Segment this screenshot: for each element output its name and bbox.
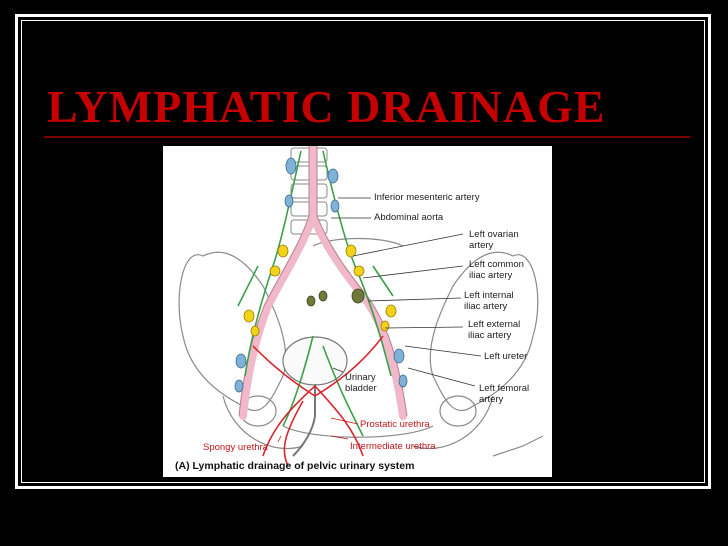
blue-lymph-nodes <box>234 157 408 393</box>
label-left-femoral-artery-line1: Left femoral <box>479 383 530 394</box>
pelvic-bone-outline <box>178 237 544 457</box>
label-urinary-bladder-line2: bladder <box>345 383 377 394</box>
urethra-shape <box>292 384 316 457</box>
label-left-ureter: Left ureter <box>484 351 528 362</box>
slide-inner-border <box>21 20 705 483</box>
label-abdominal-aorta: Abdominal aorta <box>374 212 444 223</box>
urinary-bladder-shape <box>282 336 348 386</box>
label-urinary-bladder-line1: Urinary <box>345 372 376 383</box>
anatomy-figure: Inferior mesenteric artery Abdominal aor… <box>163 146 552 477</box>
red-leader-lines <box>277 417 359 443</box>
figure-caption: (A) Lymphatic drainage of pelvic urinary… <box>175 460 415 472</box>
leader-lines <box>331 197 482 387</box>
red-lymph-vessels <box>252 335 384 467</box>
label-left-internal-iliac-line1: Left internal <box>464 290 514 301</box>
label-left-external-iliac-line1: Left external <box>468 319 521 330</box>
label-inferior-mesenteric-artery: Inferior mesenteric artery <box>374 192 480 203</box>
slide-outer-border <box>15 14 711 489</box>
pelvis-illustration <box>178 146 544 467</box>
label-left-common-iliac-line2: iliac artery <box>469 270 513 281</box>
label-left-ovarian-artery-line1: Left ovarian <box>469 229 519 240</box>
label-intermediate-urethra: Intermediate urethra <box>350 441 436 452</box>
yellow-lymph-nodes <box>243 244 397 337</box>
label-left-internal-iliac-line2: iliac artery <box>464 301 508 312</box>
slide-title: LYMPHATIC DRAINAGE <box>47 81 606 132</box>
label-prostatic-urethra: Prostatic urethra <box>360 419 430 430</box>
olive-lymph-nodes <box>306 288 365 307</box>
label-left-external-iliac-line2: iliac artery <box>468 330 512 341</box>
label-left-common-iliac-line1: Left common <box>469 259 524 270</box>
label-left-femoral-artery-line2: artery <box>479 394 504 405</box>
label-left-ovarian-artery-line2: artery <box>469 240 494 251</box>
label-spongy-urethra: Spongy urethra <box>203 442 268 453</box>
title-underline <box>44 136 690 138</box>
